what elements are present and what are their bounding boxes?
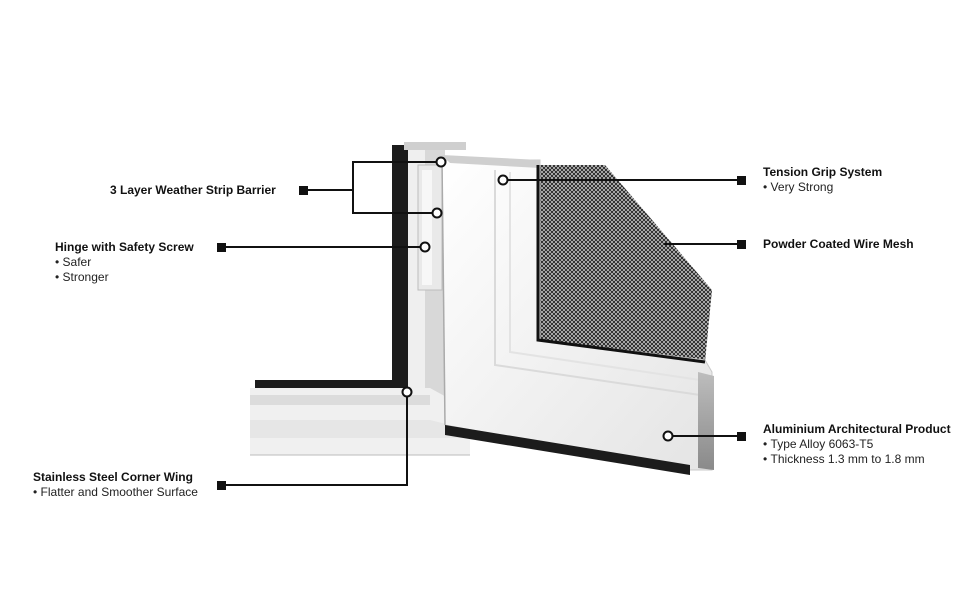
wire-mesh-marker (737, 240, 746, 249)
hinge-marker (217, 243, 226, 252)
callout-weather-strip: 3 Layer Weather Strip Barrier (110, 183, 276, 198)
callout-squares (217, 176, 746, 490)
callout-title: 3 Layer Weather Strip Barrier (110, 183, 276, 197)
callout-tension-grip: Tension Grip System Very Strong (763, 165, 882, 195)
weather-strip-dot-bottom (431, 207, 443, 219)
callout-title: Powder Coated Wire Mesh (763, 237, 914, 251)
callout-bullet: Flatter and Smoother Surface (33, 485, 198, 500)
weather-strip-marker (299, 186, 308, 195)
callout-title: Aluminium Architectural Product (763, 422, 951, 436)
callout-dots (401, 156, 674, 442)
callout-bullet: Thickness 1.3 mm to 1.8 mm (763, 452, 951, 467)
weather-strip-dot-top (435, 156, 447, 168)
tension-grip-marker (737, 176, 746, 185)
callout-wire-mesh: Powder Coated Wire Mesh (763, 237, 914, 252)
hinge-dot (419, 241, 431, 253)
callout-title: Tension Grip System (763, 165, 883, 179)
aluminium-marker (737, 432, 746, 441)
callout-aluminium: Aluminium Architectural Product Type All… (763, 422, 951, 467)
screen-sash (441, 155, 714, 475)
callout-title: Hinge with Safety Screw (55, 240, 194, 254)
hinge-strip (417, 164, 443, 291)
leader-lines (221, 161, 741, 486)
tension-grip-dot (497, 174, 509, 186)
callout-bullet: Safer (55, 255, 194, 270)
callout-hinge: Hinge with Safety Screw Safer Stronger (55, 240, 194, 285)
callout-corner-wing: Stainless Steel Corner Wing Flatter and … (33, 470, 198, 500)
callout-bullet: Type Alloy 6063-T5 (763, 437, 951, 452)
corner-wing-dot (401, 386, 413, 398)
callout-bullet: Very Strong (763, 180, 882, 195)
corner-wing-marker (217, 481, 226, 490)
callout-title: Stainless Steel Corner Wing (33, 470, 193, 484)
aluminium-dot (662, 430, 674, 442)
callout-bullet: Stronger (55, 270, 194, 285)
